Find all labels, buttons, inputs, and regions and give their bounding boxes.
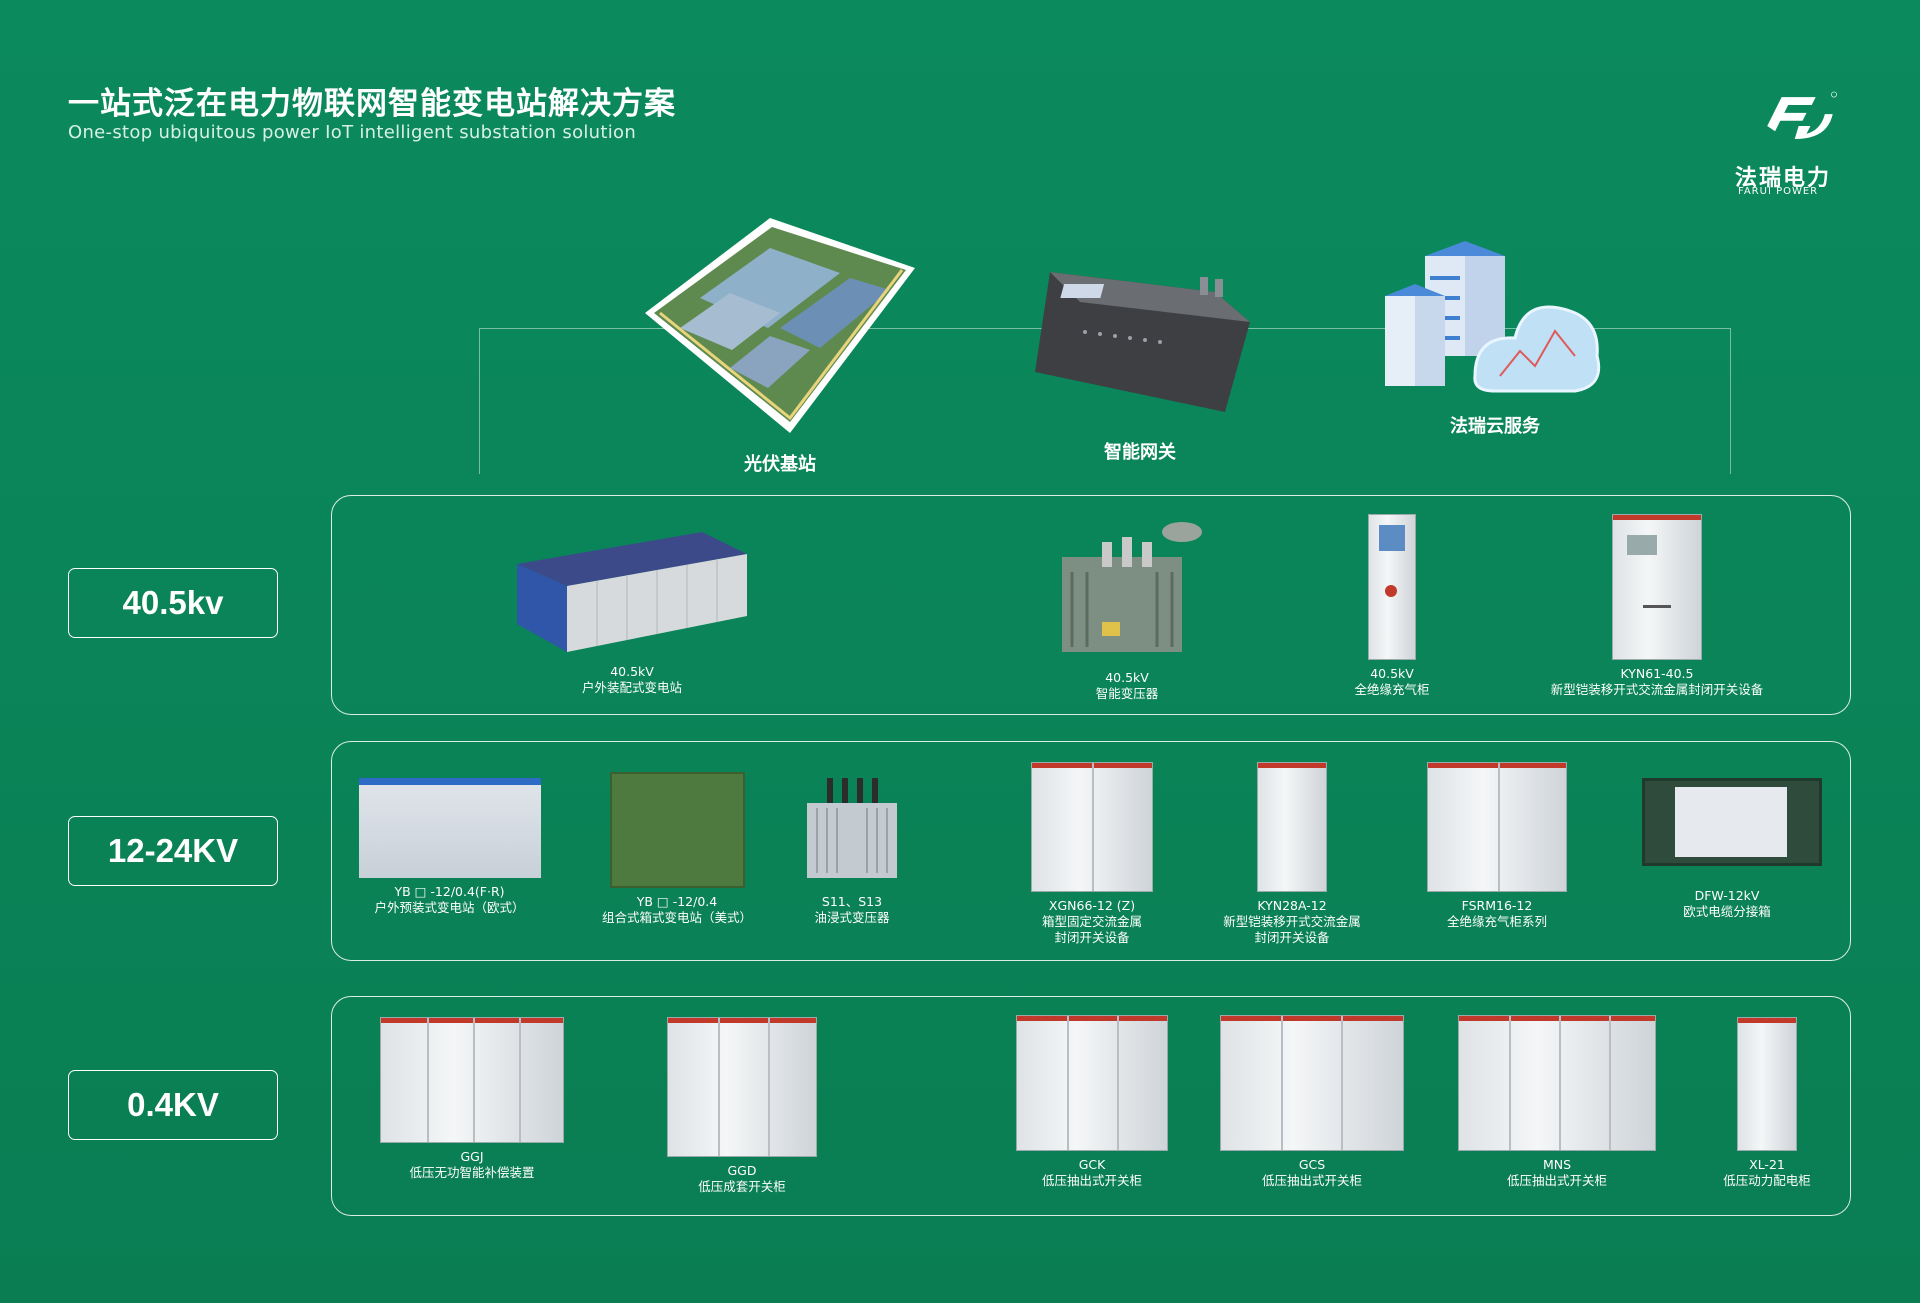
caption-line1: KYN28A-12 — [1257, 898, 1327, 913]
caption-line1: XL-21 — [1749, 1157, 1785, 1172]
caption-line1: YB □ -12/0.4(F·R) — [394, 884, 505, 899]
euro-substation-icon — [358, 778, 541, 878]
cable-branch-box-icon — [1642, 778, 1822, 866]
product-xl21: XL-21 低压动力配电柜 — [1712, 1017, 1822, 1189]
caption-line1: FSRM16-12 — [1461, 898, 1533, 913]
caption-line2: 低压抽出式开关柜 — [1261, 1173, 1362, 1188]
prefab-substation-icon — [517, 532, 747, 652]
gateway-icon — [1035, 272, 1250, 412]
caption-line2: 低压抽出式开关柜 — [1506, 1173, 1607, 1188]
voltage-label-12-24kv: 12-24KV — [68, 816, 278, 886]
solar-plant-icon — [645, 218, 915, 433]
caption-line2: 智能变压器 — [1095, 686, 1159, 701]
product-gck: GCK 低压抽出式开关柜 — [1012, 1015, 1172, 1189]
product-s11: S11、S13 油浸式变压器 — [782, 768, 922, 926]
caption-line2: 低压成套开关柜 — [698, 1179, 786, 1194]
transformer-icon — [1062, 522, 1202, 652]
kyn61-cabinet-icon — [1612, 514, 1702, 660]
caption-line2: 户外预装式变电站（欧式） — [374, 900, 525, 915]
product-row-12-24kv: YB □ -12/0.4(F·R) 户外预装式变电站（欧式） YB □ -12/… — [331, 741, 1851, 961]
gas-cabinet-icon — [1368, 514, 1416, 660]
product-yb-euro: YB □ -12/0.4(F·R) 户外预装式变电站（欧式） — [347, 778, 552, 916]
caption-line2: 欧式电缆分接箱 — [1683, 904, 1771, 919]
product-gcs: GCS 低压抽出式开关柜 — [1212, 1015, 1412, 1189]
product-smart-transformer: 40.5kV 智能变压器 — [1047, 512, 1207, 702]
caption-line1: 40.5kV — [1105, 670, 1149, 685]
caption-line2: 低压抽出式开关柜 — [1041, 1173, 1142, 1188]
product-dfw: DFW-12kV 欧式电缆分接箱 — [1642, 778, 1822, 920]
caption-line2: 户外装配式变电站 — [581, 680, 682, 695]
caption-line1: GGD — [727, 1163, 757, 1178]
xgn66-cabinet-icon — [1031, 762, 1153, 892]
caption-line2: 全绝缘充气柜 — [1354, 682, 1430, 697]
product-outdoor-substation: 40.5kV 户外装配式变电站 — [512, 524, 752, 696]
caption-line2: 新型铠装移开式交流金属封闭开关设备 — [1550, 682, 1764, 697]
oil-transformer-icon — [807, 778, 897, 878]
caption-line1: GGJ — [460, 1149, 484, 1164]
caption-line3: 封闭开关设备 — [1254, 930, 1330, 945]
logo-name: 法瑞电力 — [1735, 166, 1832, 191]
product-fsrm16: FSRM16-12 全绝缘充气柜系列 — [1417, 762, 1577, 930]
product-kyn61: KYN61-40.5 新型铠装移开式交流金属封闭开关设备 — [1537, 514, 1777, 698]
caption-line1: S11、S13 — [821, 894, 883, 909]
top-label-solar: 光伏基站 — [744, 454, 816, 475]
gck-cabinet-icon — [1016, 1015, 1168, 1151]
top-item-gateway: 智能网关 — [1025, 262, 1255, 464]
ggd-cabinet-icon — [667, 1017, 817, 1157]
caption-line1: GCK — [1078, 1157, 1106, 1172]
top-item-cloud: 法瑞云服务 — [1385, 226, 1605, 438]
product-row-40-5kv: 40.5kV 户外装配式变电站 40.5kV 智能变压器 40.5kV 全绝缘充… — [331, 495, 1851, 715]
fsrm16-cabinet-icon — [1427, 762, 1567, 892]
top-label-cloud: 法瑞云服务 — [1450, 416, 1540, 437]
logo-sub: FARUI POWER — [1738, 186, 1819, 197]
caption-line1: YB □ -12/0.4 — [636, 894, 718, 909]
caption-line2: 组合式箱式变电站（美式） — [601, 910, 752, 925]
xl21-cabinet-icon — [1737, 1017, 1797, 1151]
caption-line1: KYN61-40.5 — [1620, 666, 1694, 681]
farui-logo-icon — [1767, 91, 1837, 140]
top-label-gateway: 智能网关 — [1104, 442, 1176, 463]
caption-line2: 箱型固定交流金属 — [1041, 914, 1142, 929]
voltage-label-0-4kv: 0.4KV — [68, 1070, 278, 1140]
caption-line2: 油浸式变压器 — [814, 910, 890, 925]
caption-line3: 封闭开关设备 — [1054, 930, 1130, 945]
product-row-0-4kv: GGJ 低压无功智能补偿装置 GGD 低压成套开关柜 GCK 低压抽出式开关柜 … — [331, 996, 1851, 1216]
top-item-solar: 光伏基站 — [640, 218, 920, 476]
caption-line2: 全绝缘充气柜系列 — [1446, 914, 1547, 929]
caption-line1: 40.5kV — [1370, 666, 1414, 681]
caption-line2: 低压动力配电柜 — [1723, 1173, 1811, 1188]
caption-line1: MNS — [1542, 1157, 1572, 1172]
product-yb-us: YB □ -12/0.4 组合式箱式变电站（美式） — [597, 772, 757, 926]
caption-line2: 新型铠装移开式交流金属 — [1223, 914, 1361, 929]
product-mns: MNS 低压抽出式开关柜 — [1457, 1015, 1657, 1189]
caption-line1: GCS — [1298, 1157, 1326, 1172]
caption-line1: 40.5kV — [610, 664, 654, 679]
caption-line2: 低压无功智能补偿装置 — [409, 1165, 535, 1180]
voltage-label-40-5kv: 40.5kv — [68, 568, 278, 638]
product-gas-insulated: 40.5kV 全绝缘充气柜 — [1342, 514, 1442, 698]
product-kyn28a: KYN28A-12 新型铠装移开式交流金属 封闭开关设备 — [1212, 762, 1372, 946]
page-subtitle: One-stop ubiquitous power IoT intelligen… — [68, 122, 637, 143]
caption-line1: XGN66-12 (Z) — [1048, 898, 1136, 913]
caption-line1: DFW-12kV — [1694, 888, 1760, 903]
product-ggd: GGD 低压成套开关柜 — [662, 1017, 822, 1195]
product-ggj: GGJ 低压无功智能补偿装置 — [362, 1017, 582, 1181]
gcs-cabinet-icon — [1220, 1015, 1404, 1151]
product-xgn66: XGN66-12 (Z) 箱型固定交流金属 封闭开关设备 — [1012, 762, 1172, 946]
us-substation-icon — [609, 772, 745, 888]
cloud-service-icon — [1385, 241, 1601, 393]
kyn28a-cabinet-icon — [1257, 762, 1327, 892]
mns-cabinet-icon — [1458, 1015, 1656, 1151]
ggj-cabinet-icon — [380, 1017, 564, 1143]
page-title: 一站式泛在电力物联网智能变电站解决方案 — [68, 86, 676, 122]
